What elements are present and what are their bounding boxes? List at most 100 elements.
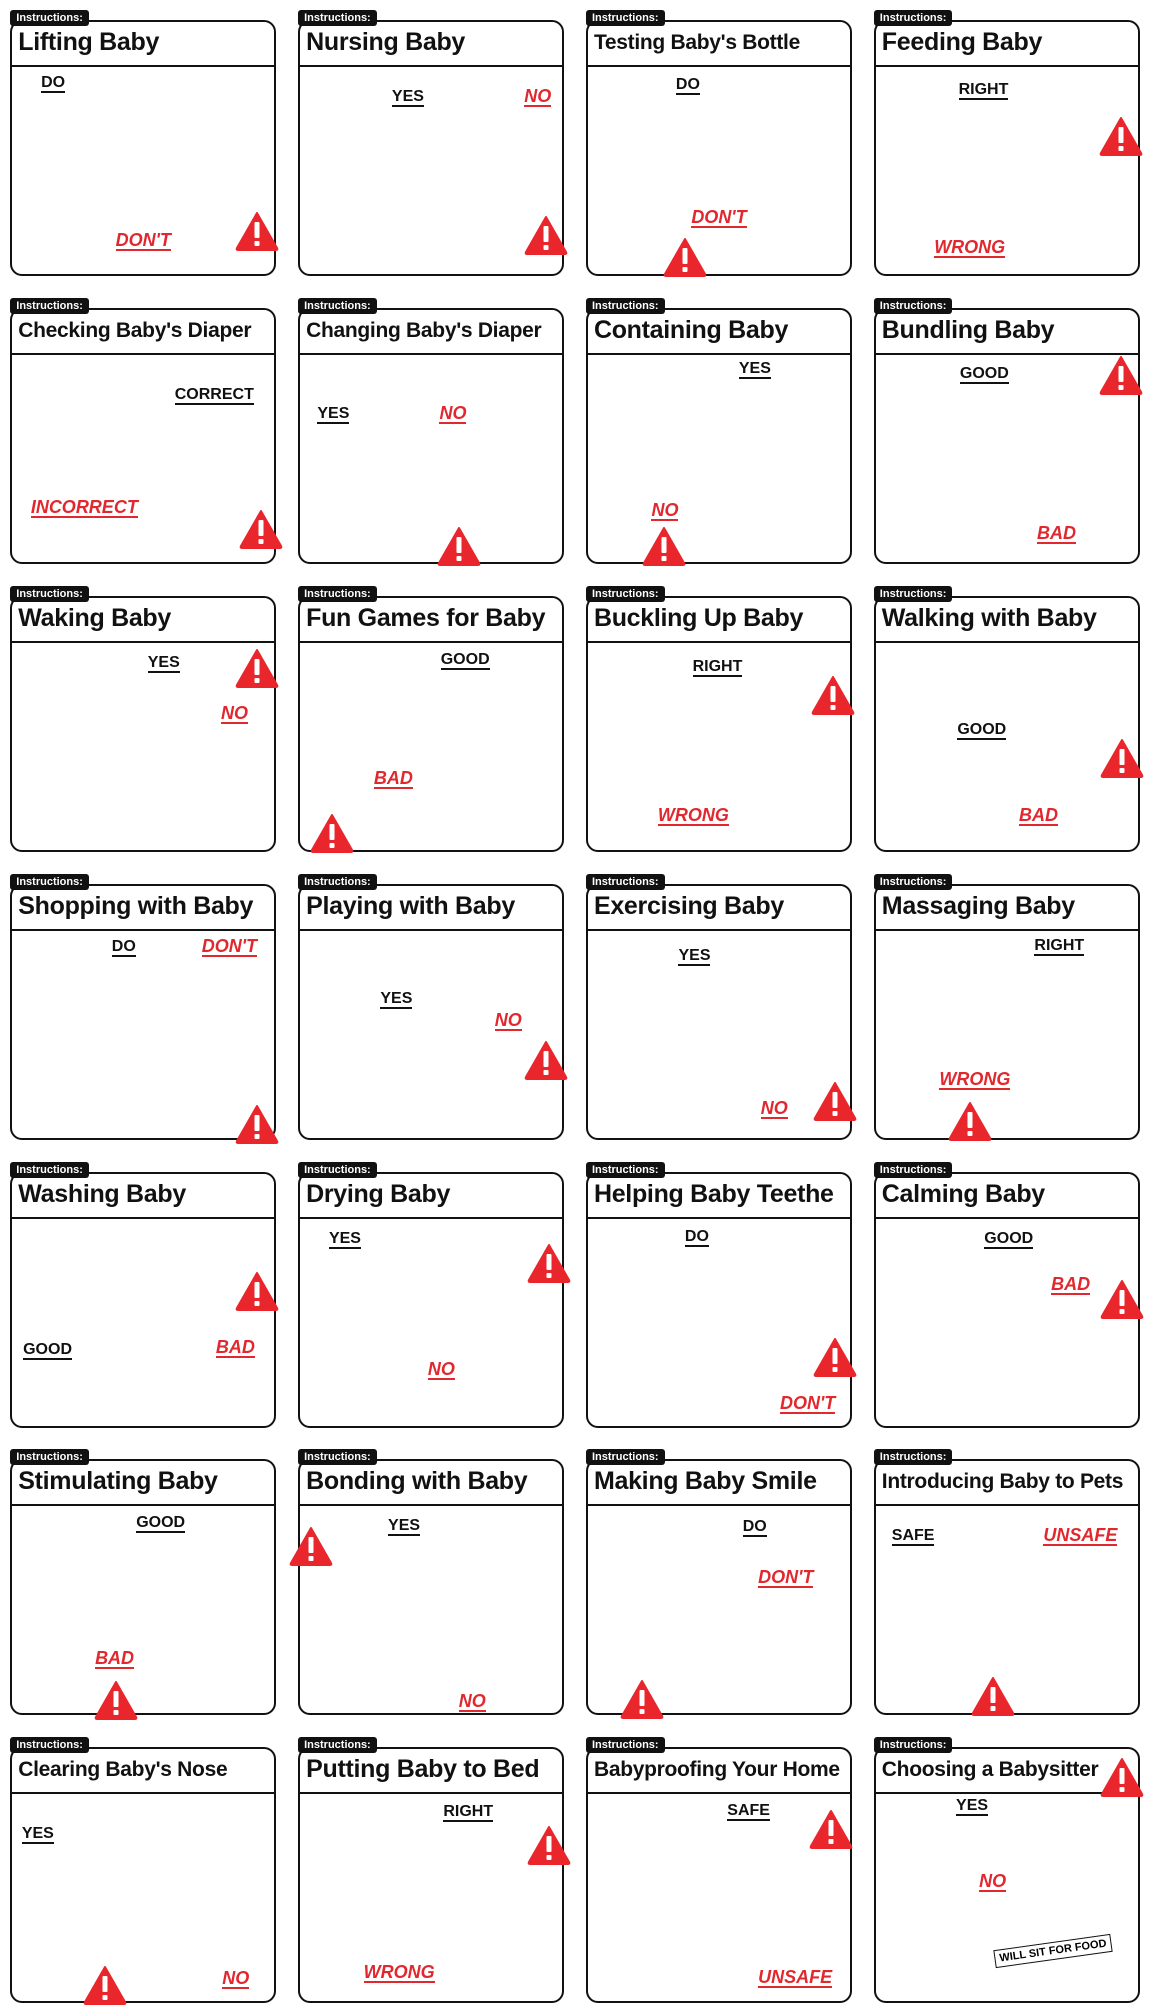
card-frame: [10, 883, 277, 1140]
card-frame: [10, 595, 277, 852]
instructions-tab: Instructions:: [10, 585, 89, 602]
card-frame: [585, 1459, 852, 1716]
warning-icon: [643, 527, 686, 567]
card-title: Changing Baby's Diaper: [306, 319, 542, 343]
warning-icon: [235, 649, 279, 689]
card-title: Testing Baby's Bottle: [593, 31, 800, 55]
card-title: Buckling Up Baby: [593, 603, 804, 632]
title-divider: [873, 1504, 1140, 1507]
bad-label: WRONG: [934, 237, 1006, 259]
title-divider: [585, 1216, 852, 1219]
card-title: Stimulating Baby: [18, 1467, 218, 1496]
instructions-tab: Instructions:: [873, 585, 953, 602]
instructions-tab: Instructions:: [873, 1161, 953, 1178]
card-title: Playing with Baby: [306, 891, 515, 920]
warning-icon: [1099, 117, 1142, 157]
good-label: GOOD: [136, 1514, 186, 1534]
good-label: YES: [678, 947, 711, 967]
warning-icon: [524, 216, 568, 256]
good-label: DO: [742, 1517, 767, 1537]
warning-icon: [810, 1809, 853, 1849]
card-frame: [10, 1459, 277, 1716]
warning-icon: [527, 1826, 570, 1866]
bad-label: NO: [494, 1009, 522, 1031]
warning-icon: [811, 676, 854, 716]
warning-icon: [1100, 1758, 1144, 1798]
card-title: Calming Baby: [881, 1179, 1045, 1208]
title-divider: [298, 928, 565, 931]
card-frame: [585, 883, 852, 1140]
title-divider: [873, 1792, 1140, 1795]
card-frame: [873, 595, 1140, 852]
instructions-tab: Instructions:: [298, 873, 377, 890]
card-title: Bundling Baby: [881, 316, 1055, 345]
title-divider: [10, 1792, 277, 1795]
card-title: Massaging Baby: [881, 891, 1075, 920]
card-title: Making Baby Smile: [593, 1467, 817, 1496]
good-label: GOOD: [957, 721, 1007, 741]
warning-icon: [1100, 739, 1144, 779]
card-frame: [298, 595, 565, 852]
instructions-tab: Instructions:: [873, 298, 953, 315]
bad-label: NO: [222, 1968, 250, 1990]
warning-icon: [1099, 356, 1142, 396]
instructions-tab: Instructions:: [298, 585, 377, 602]
card-title: Bonding with Baby: [306, 1467, 528, 1496]
good-label: YES: [380, 989, 413, 1009]
warning-icon: [527, 1244, 570, 1284]
card-title: Fun Games for Baby: [306, 603, 546, 632]
good-label: CORRECT: [174, 385, 254, 405]
instruction-card: Instructions: Playing with Baby YES NO: [298, 873, 568, 1140]
card-title: Walking with Baby: [881, 603, 1097, 632]
instructions-tab: Instructions:: [298, 1737, 377, 1754]
instructions-tab: Instructions:: [298, 1161, 377, 1178]
card-title: Exercising Baby: [593, 891, 784, 920]
title-divider: [873, 1216, 1140, 1219]
good-label: RIGHT: [443, 1803, 494, 1823]
good-label: YES: [317, 405, 350, 425]
instruction-card: Instructions: Introducing Baby to Pets S…: [873, 1449, 1140, 1717]
card-frame: [873, 883, 1140, 1140]
title-divider: [10, 1216, 277, 1219]
good-label: RIGHT: [958, 81, 1009, 101]
card-frame: [873, 1747, 1140, 2004]
warning-icon: [1100, 1280, 1144, 1320]
bad-label: DON'T: [115, 229, 171, 251]
card-title: Containing Baby: [593, 316, 789, 345]
warning-icon: [235, 1272, 279, 1312]
good-label: SAFE: [891, 1526, 935, 1546]
title-divider: [298, 353, 565, 356]
instructions-tab: Instructions:: [585, 1449, 665, 1466]
instructions-tab: Instructions:: [585, 873, 665, 890]
instructions-tab: Instructions:: [10, 10, 89, 27]
good-label: SAFE: [727, 1801, 770, 1821]
card-frame: [585, 308, 852, 565]
bad-label: NO: [651, 499, 679, 521]
title-divider: [298, 640, 565, 643]
warning-icon: [289, 1526, 333, 1566]
title-divider: [585, 65, 852, 68]
card-title: Shopping with Baby: [18, 891, 254, 920]
card-title: Helping Baby Teethe: [593, 1179, 834, 1208]
card-frame: [10, 20, 277, 277]
good-label: DO: [684, 1227, 709, 1247]
bad-label: DON'T: [779, 1392, 836, 1414]
good-label: YES: [391, 87, 424, 107]
instruction-card: Instructions: Checking Baby's Diaper COR…: [10, 298, 283, 565]
title-divider: [10, 640, 277, 643]
card-title: Putting Baby to Bed: [306, 1755, 540, 1784]
instructions-tab: Instructions:: [10, 1737, 89, 1754]
good-label: DO: [111, 938, 136, 958]
good-label: YES: [388, 1516, 421, 1536]
